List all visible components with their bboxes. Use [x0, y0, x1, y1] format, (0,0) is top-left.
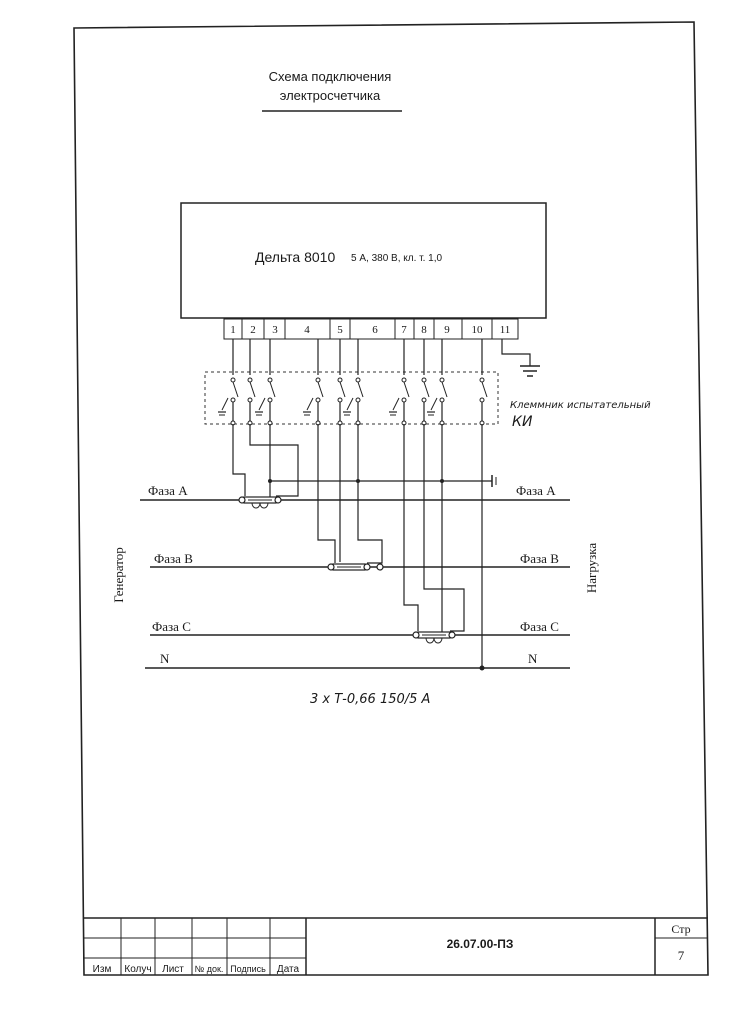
- terminal-label-1: 1: [230, 324, 236, 336]
- meter-box: [180, 202, 547, 319]
- neutral-right-label: N: [528, 651, 538, 666]
- test-switch: [427, 377, 448, 426]
- current-transformer-b: [327, 563, 384, 571]
- test-block-code: КИ: [512, 414, 533, 430]
- test-switch: [218, 377, 239, 426]
- phase-b-right-label: Фаза В: [520, 551, 559, 566]
- test-switch: [343, 377, 364, 426]
- title-col-date: Дата: [277, 964, 300, 975]
- phase-c-right-label: Фаза С: [520, 619, 559, 634]
- title-col-list: Лист: [162, 964, 184, 975]
- terminal-label-4: 4: [304, 324, 310, 336]
- terminal-label-6: 6: [372, 324, 378, 336]
- title-block: [84, 917, 708, 975]
- meter-rating: 5 А, 380 В, кл. т. 1,0: [351, 253, 443, 264]
- sheet-frame: [73, 21, 709, 976]
- phase-a-left-label: Фаза А: [148, 483, 188, 498]
- voltage-bus: [268, 475, 497, 487]
- test-switch: [337, 377, 346, 426]
- phase-a-right-label: Фаза А: [516, 483, 556, 498]
- meter-name: Дельта 8010: [255, 249, 335, 265]
- test-terminal-block: [204, 371, 499, 425]
- phase-b-left-label: Фаза В: [154, 551, 193, 566]
- title-col-signature: Подпись: [230, 964, 266, 974]
- terminal-label-7: 7: [401, 324, 407, 336]
- generator-label: Генератор: [111, 547, 126, 602]
- terminal-label-2: 2: [250, 324, 256, 336]
- secondary-wiring: [232, 424, 485, 671]
- load-label: Нагрузка: [584, 543, 599, 594]
- terminal-label-9: 9: [444, 324, 450, 336]
- title-col-izm: Изм: [93, 964, 112, 975]
- test-switch: [247, 377, 256, 426]
- terminal-strip: [223, 318, 519, 340]
- neutral-left-label: N: [160, 651, 170, 666]
- title-col-doc: № док.: [195, 964, 224, 974]
- current-transformer-a: [238, 496, 282, 509]
- test-terminal-switches: [218, 377, 488, 426]
- test-switch: [389, 377, 410, 426]
- transformer-note: 3 х Т-0,66 150/5 А: [310, 692, 430, 707]
- diagram-title-line2: электросчетчика: [280, 88, 381, 103]
- phase-c-left-label: Фаза С: [152, 619, 191, 634]
- ground-symbol: [501, 339, 540, 377]
- sheet-number: 7: [678, 948, 685, 963]
- sheet-label: Стр: [671, 922, 690, 936]
- title-col-koluch: Колуч: [124, 964, 151, 975]
- test-switch: [479, 377, 488, 426]
- document-code: 26.07.00-ПЗ: [447, 937, 514, 951]
- test-switch: [421, 377, 430, 426]
- diagram-title-line1: Схема подключения: [269, 69, 392, 84]
- current-transformer-c: [412, 631, 456, 644]
- meter-wires: [232, 339, 483, 375]
- terminal-label-3: 3: [272, 324, 278, 336]
- test-switch: [303, 377, 324, 426]
- test-block-label: Клеммник испытательный: [510, 400, 651, 411]
- terminal-label-8: 8: [421, 324, 427, 336]
- test-switch: [255, 377, 276, 426]
- terminal-label-10: 10: [472, 324, 484, 336]
- terminal-label-11: 11: [500, 324, 511, 336]
- terminal-label-5: 5: [337, 324, 343, 336]
